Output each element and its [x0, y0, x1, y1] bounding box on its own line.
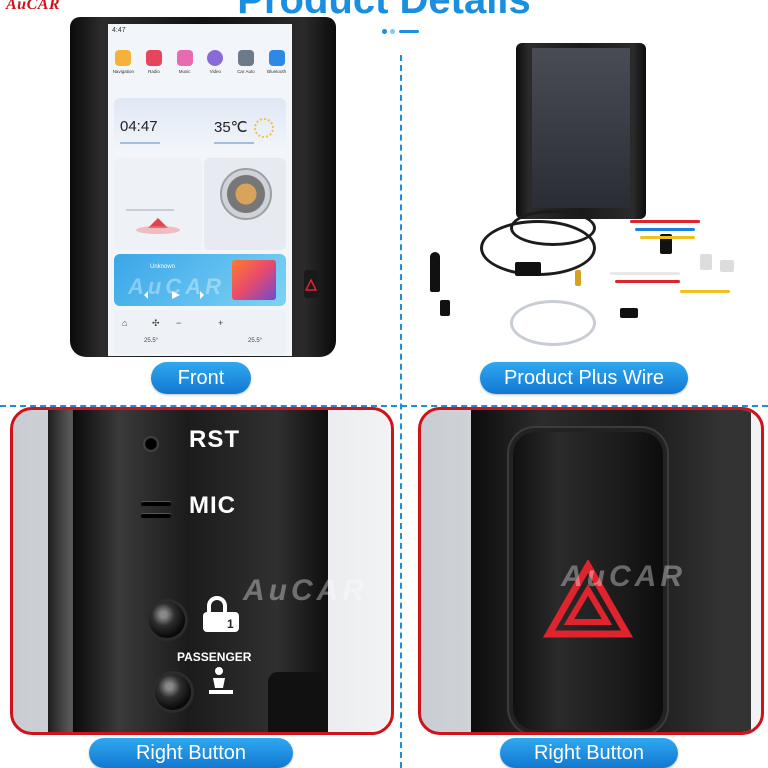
mic-label: MIC: [189, 492, 236, 519]
status-time: 4:47: [112, 27, 126, 34]
compass-card: [204, 158, 286, 250]
temp-right: 25.5°: [248, 338, 263, 344]
front-hazard-button: [304, 270, 318, 298]
car-status-card: [114, 158, 202, 250]
app-navigation: Navigation: [110, 42, 136, 92]
label-product-plus-wire: Product Plus Wire: [480, 362, 688, 394]
plus-icon: +: [218, 318, 224, 328]
home-icon: ⌂: [122, 318, 128, 328]
mic-icon: [141, 502, 171, 506]
music-icon: [176, 50, 193, 66]
plug: [720, 260, 734, 272]
wire: [630, 220, 700, 223]
plug: [440, 300, 450, 316]
wire: [680, 290, 730, 293]
page-title: Product Details: [237, 0, 531, 22]
app-radio: Radio: [141, 42, 167, 92]
music-title: Unknown: [150, 264, 176, 270]
app-label: Video: [209, 69, 222, 74]
page-dot-active-icon: [399, 30, 419, 33]
date-line: [120, 142, 160, 144]
plug: [700, 254, 712, 270]
passenger-label: PASSENGER: [177, 650, 252, 664]
radio-icon: [145, 50, 162, 66]
reset-hole-icon: [143, 436, 159, 452]
mic-icon: [141, 514, 171, 518]
app-label: Car Auto: [237, 69, 255, 74]
brand-logo: AuCAR: [6, 0, 78, 14]
car-auto-icon: [237, 50, 254, 66]
cable: [510, 300, 596, 346]
sun-icon: [254, 118, 274, 138]
app-label: Bluetooth: [267, 69, 287, 74]
app-row: Navigation Radio Music Video Car Auto Bl…: [108, 42, 292, 92]
cable: [510, 210, 596, 246]
climate-bar: ⌂ ✣ − + 25.5° 25.5°: [114, 310, 286, 354]
bezel-corner: [268, 672, 328, 732]
divider-horizontal: [0, 405, 768, 407]
video-icon: [207, 50, 224, 66]
weather-card: 04:47 35℃: [114, 98, 286, 154]
app-label: Music: [178, 69, 191, 74]
wire: [615, 280, 680, 283]
wire: [635, 228, 695, 231]
car-icon: [126, 209, 180, 234]
page-dot-icon: [382, 29, 387, 34]
clock-time: 04:47: [120, 118, 158, 135]
app-video: Video: [202, 42, 228, 92]
passenger-button: [155, 674, 191, 710]
hazard-triangle-icon: [543, 560, 633, 638]
status-bar: 4:47: [108, 24, 292, 38]
temperature: 35℃: [214, 119, 248, 136]
label-right-button-left: Right Button: [89, 738, 293, 768]
plug: [575, 270, 581, 286]
label-front: Front: [151, 362, 251, 394]
page-indicator[interactable]: [380, 28, 420, 36]
lock-icon: 1: [203, 596, 239, 632]
detail-panel-right: AuCAR: [418, 407, 764, 735]
hazard-triangle-icon: [304, 278, 318, 291]
plug: [430, 252, 440, 292]
hazard-button: [513, 432, 663, 730]
app-car-auto: Car Auto: [233, 42, 259, 92]
compass-icon: [220, 168, 272, 220]
svg-text:1: 1: [227, 617, 234, 631]
music-card: Unknown: [114, 254, 286, 306]
fan-icon: ✣: [152, 318, 160, 328]
plug: [515, 262, 541, 276]
minus-icon: −: [176, 318, 182, 328]
weather-line: [214, 142, 254, 144]
app-label: Navigation: [112, 69, 134, 74]
lock-button: [149, 602, 185, 638]
temp-left: 25.5°: [144, 338, 159, 344]
divider-vertical: [400, 55, 402, 768]
app-bluetooth: Bluetooth: [264, 42, 290, 92]
label-right-button-right: Right Button: [500, 738, 678, 768]
watermark: AuCAR: [128, 274, 225, 299]
rst-label: RST: [189, 426, 240, 453]
navigation-icon: [115, 50, 132, 66]
watermark: AuCAR: [243, 574, 368, 607]
wire: [610, 272, 680, 275]
app-music: Music: [172, 42, 198, 92]
wiring-harness: [420, 200, 750, 360]
wire-unit-screen: [532, 48, 630, 208]
front-screen: 4:47 Navigation Radio Music Video Car Au…: [108, 24, 292, 356]
bluetooth-icon: [268, 50, 285, 66]
detail-panel-left: RST MIC 1 PASSENGER AuCAR: [10, 407, 394, 735]
album-art: [232, 260, 276, 300]
app-label: Radio: [148, 69, 160, 74]
seat-icon: [209, 667, 233, 694]
brand-logo-text: AuCAR: [6, 0, 61, 13]
watermark: AuCAR: [561, 560, 686, 593]
plug: [660, 234, 672, 254]
page-dot-icon: [390, 29, 395, 34]
plug: [620, 308, 638, 318]
music-controls-icon: [144, 291, 204, 299]
wire: [640, 236, 695, 239]
